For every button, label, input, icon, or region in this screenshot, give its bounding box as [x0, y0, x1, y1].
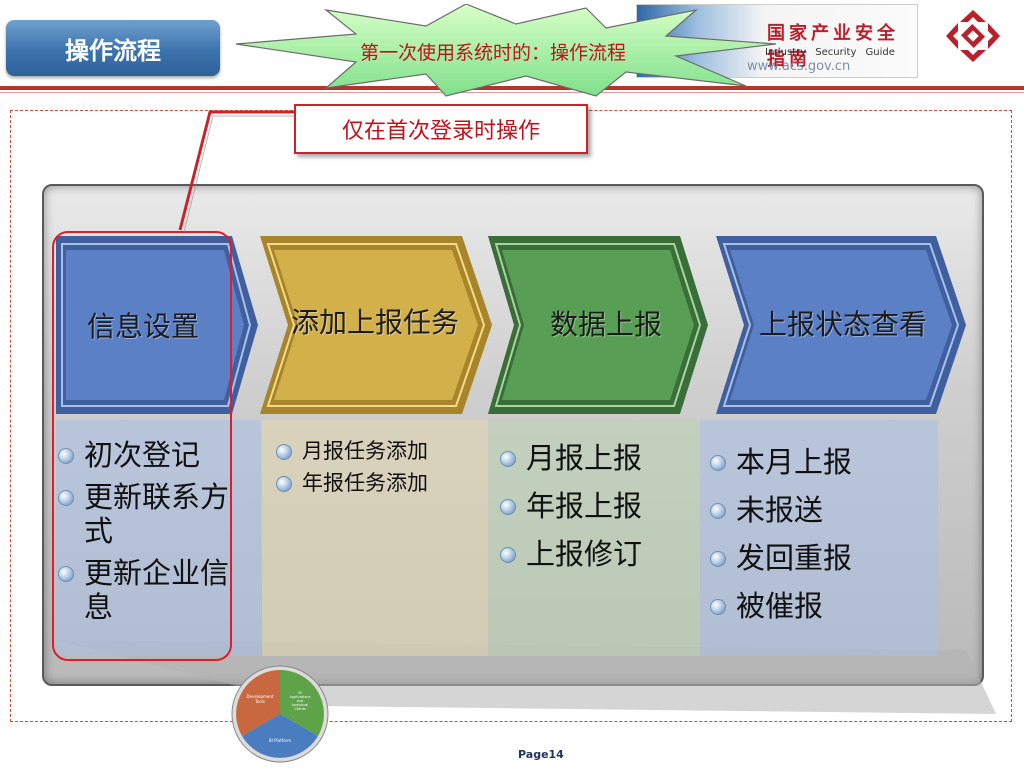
- bullet-icon: [500, 451, 516, 467]
- step-4-label: 上报状态查看: [758, 308, 927, 341]
- list-item: 月报任务添加: [276, 436, 486, 466]
- step-4-items: 本月上报 未报送 发回重报 被催报: [710, 442, 930, 634]
- logo-icon: [946, 10, 1000, 62]
- header-divider-thin: [0, 92, 1024, 93]
- list-item: 发回重报: [710, 538, 930, 578]
- step-3-label: 数据上报: [549, 308, 662, 341]
- step-2-items: 月报任务添加 年报任务添加: [276, 436, 486, 500]
- chevron-step-2: [260, 236, 492, 414]
- column-bg-3: [488, 420, 700, 656]
- bullet-icon: [58, 566, 74, 582]
- callout-connector: [178, 110, 296, 233]
- starburst-shape: [235, 4, 777, 97]
- bullet-icon: [710, 599, 726, 615]
- bullet-icon: [58, 448, 74, 464]
- step-2-label: 添加上报任务: [290, 306, 459, 339]
- bullet-icon: [710, 551, 726, 567]
- column-bg-2: [262, 420, 488, 656]
- first-login-note: 仅在首次登录时操作: [294, 104, 588, 154]
- bullet-icon: [276, 444, 292, 460]
- list-item: 月报上报: [500, 438, 700, 478]
- first-step-highlight: [52, 231, 232, 661]
- step-3-items: 月报上报 年报上报 上报修订: [500, 438, 700, 582]
- list-item: 初次登记: [58, 438, 230, 472]
- list-item: 年报上报: [500, 486, 700, 526]
- banner-cn-text: 国家产业安全指南: [767, 23, 899, 70]
- bullet-icon: [500, 499, 516, 515]
- step-1-label: 信息设置: [86, 310, 199, 343]
- chevron-step-4: [716, 236, 966, 414]
- list-item: 本月上报: [710, 442, 930, 482]
- list-item: 更新联系方式: [58, 480, 230, 548]
- list-item: 更新企业信息: [58, 556, 230, 624]
- column-bg-1: [56, 420, 261, 656]
- chevron-step-1: [56, 236, 258, 414]
- column-bg-4: [700, 420, 938, 656]
- chevron-step-3: [488, 236, 708, 414]
- bullet-icon: [710, 503, 726, 519]
- list-item: 未报送: [710, 490, 930, 530]
- step-1-items: 初次登记 更新联系方式 更新企业信息: [58, 438, 230, 632]
- section-title-tab: 操作流程: [6, 20, 220, 76]
- list-item: 年报任务添加: [276, 468, 486, 498]
- bullet-icon: [58, 490, 74, 506]
- banner-url-text: www.acs.gov.cn: [747, 59, 851, 74]
- bullet-icon: [710, 455, 726, 471]
- bullet-icon: [500, 547, 516, 563]
- starburst-caption: 第一次使用系统时的：操作流程: [360, 42, 627, 64]
- bi-segment-platform: BI Platform: [269, 738, 291, 743]
- list-item: 被催报: [710, 586, 930, 626]
- header-divider: [0, 86, 1024, 90]
- list-item: 上报修订: [500, 534, 700, 574]
- page-number: Page14: [518, 748, 564, 761]
- bullet-icon: [276, 476, 292, 492]
- banner-en-text: Industry Security Guide: [765, 47, 895, 58]
